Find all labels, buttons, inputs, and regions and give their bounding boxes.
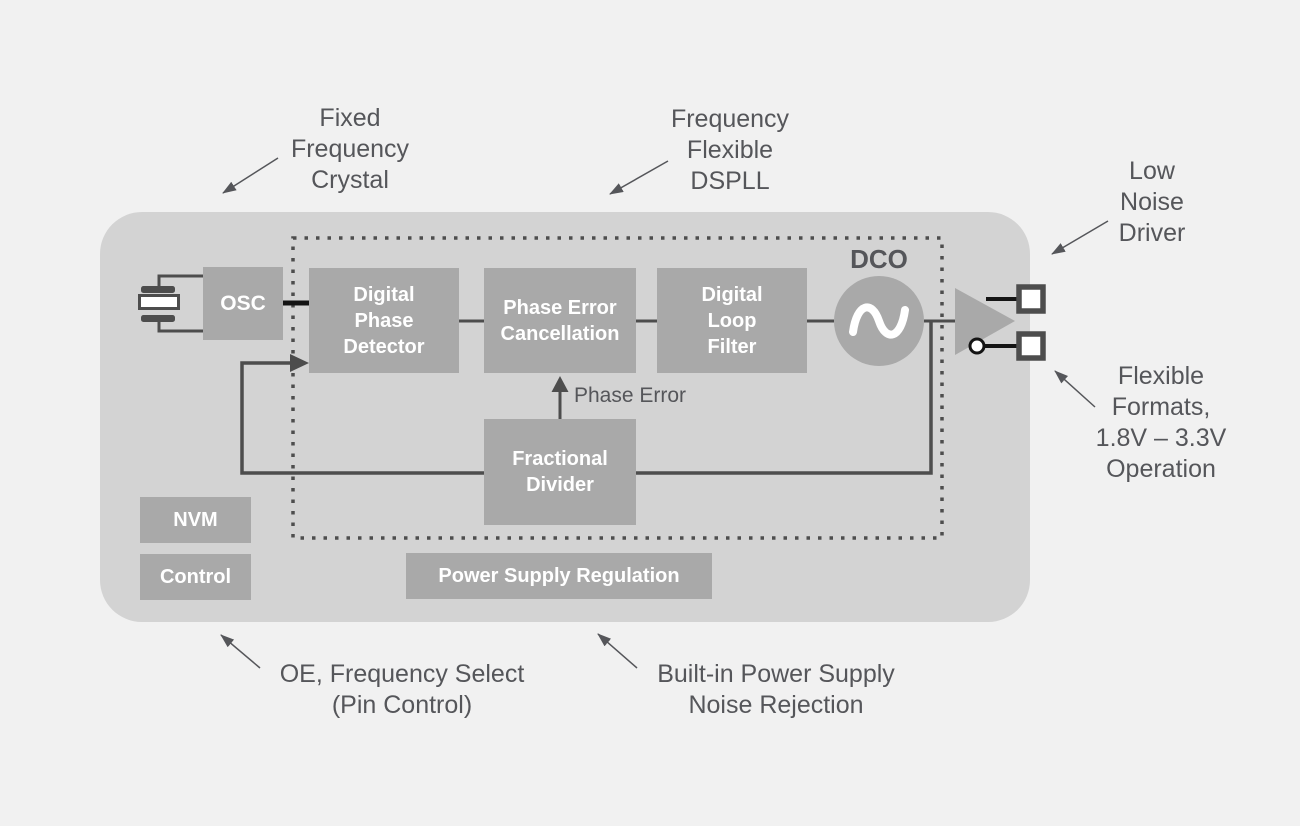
annotation-low-noise-driver: Low Noise Driver: [1118, 157, 1186, 247]
arrow-flexible-formats: [1054, 370, 1096, 408]
crystal-icon: [138, 274, 204, 333]
phase-error-arrow: [551, 376, 569, 419]
feedback-arrowhead-icon: [290, 354, 309, 372]
arrow-low-noise-driver: [1051, 220, 1109, 255]
annotation-flexible-formats: Flexible Formats, 1.8V – 3.3V Operation: [1095, 362, 1227, 483]
annotation-built-in-power-supply: Built-in Power Supply Noise Rejection: [657, 660, 895, 719]
annotation-oe-frequency-select: OE, Frequency Select (Pin Control): [279, 660, 525, 719]
osc-block: OSC: [203, 267, 283, 340]
arrow-built-in-power-supply: [597, 633, 638, 669]
inversion-bubble-icon: [968, 337, 986, 355]
dspll-dotted-border: [291, 236, 944, 540]
nvm-block: NVM: [140, 497, 251, 543]
control-block: Control: [140, 554, 251, 600]
feedback-wire: [240, 322, 933, 475]
arrow-fixed-frequency-crystal: [222, 157, 279, 194]
driver-triangle-icon: [955, 288, 1015, 355]
phase-error-label: Phase Error: [574, 384, 687, 407]
output-pin-top-icon: [1016, 284, 1046, 314]
dco-label: DCO: [850, 244, 908, 274]
digital-phase-detector-block: Digital Phase Detector: [309, 268, 459, 373]
digital-loop-filter-block: Digital Loop Filter: [657, 268, 807, 373]
power-supply-regulation-block: Power Supply Regulation: [406, 553, 712, 599]
dco-oscillator-icon: [834, 276, 924, 366]
output-pin-bottom-icon: [1016, 331, 1046, 361]
fractional-divider-block: Fractional Divider: [484, 419, 636, 525]
annotation-frequency-flexible-dspll: Frequency Flexible DSPLL: [670, 105, 790, 195]
phase-error-cancellation-block: Phase Error Cancellation: [484, 268, 636, 373]
sine-wave-icon: [849, 303, 909, 339]
annotation-fixed-frequency-crystal: Fixed Frequency Crystal: [290, 104, 410, 194]
arrow-oe-frequency-select: [220, 634, 261, 669]
arrow-frequency-flexible-dspll: [609, 160, 669, 195]
